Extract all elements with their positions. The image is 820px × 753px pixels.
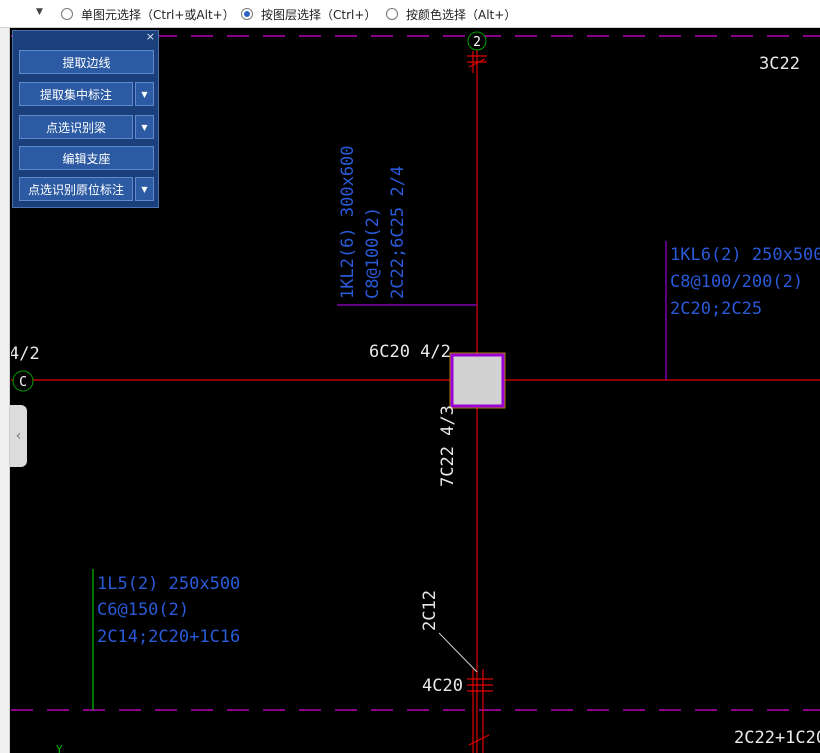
close-icon[interactable]: ×: [145, 30, 155, 43]
pick-recognize-beam-dropdown-icon[interactable]: ▼: [135, 115, 154, 139]
radio-by-layer-indicator[interactable]: [241, 8, 253, 20]
radio-single-element-label: 单图元选择（Ctrl+或Alt+）: [81, 7, 235, 22]
axis-label-c: C: [19, 375, 27, 390]
column-bottom-annotation-group: 7C22 4/3 2C12: [420, 405, 458, 631]
annotation-top-right: 3C22: [759, 54, 800, 74]
pick-recognize-original-annotation-dropdown-icon[interactable]: ▼: [135, 177, 154, 201]
extract-edge-button[interactable]: 提取边线: [19, 50, 154, 74]
left-dock-strip: [0, 28, 10, 753]
l5-line-2: C6@150(2): [97, 600, 189, 620]
kl2-line-3: 2C22;6C25 2/4: [388, 166, 408, 299]
annotation-column-bottom: 7C22 4/3: [438, 405, 458, 487]
axis-bubble-c: [12, 370, 34, 392]
annotation-column-top: 6C20 4/2: [369, 342, 451, 362]
rebar-ticks-top: [467, 51, 487, 73]
pick-recognize-beam-button[interactable]: 点选识别梁: [19, 115, 133, 139]
radio-by-layer[interactable]: 按图层选择（Ctrl+）: [241, 0, 376, 28]
edit-support-button[interactable]: 编辑支座: [19, 146, 154, 170]
rebar-ticks-bottom: [467, 669, 493, 753]
collapse-panel-chevron-left-icon[interactable]: ‹: [10, 405, 27, 467]
radio-by-color-label: 按颜色选择（Alt+）: [406, 7, 517, 22]
extract-centralized-annotation-button[interactable]: 提取集中标注: [19, 82, 133, 106]
axis-bubble-2: [467, 31, 487, 51]
kl6-line-3: 2C20;2C25: [670, 299, 762, 319]
annotation-bottom-right: 2C22+1C20: [734, 728, 820, 748]
pick-recognize-original-annotation-button[interactable]: 点选识别原位标注: [19, 177, 133, 201]
toolbar-dropdown-icon[interactable]: ▼: [36, 7, 43, 17]
column-box[interactable]: [450, 353, 505, 408]
kl6-line-1: 1KL6(2) 250x500: [670, 245, 820, 265]
radio-single-element[interactable]: 单图元选择（Ctrl+或Alt+）: [61, 0, 235, 28]
cad-drawing-canvas[interactable]: 2 C 3C22 1KL2(6) 300x600 C8@100(2) 2C22;…: [11, 29, 820, 753]
radio-by-layer-label: 按图层选择（Ctrl+）: [261, 7, 377, 22]
kl2-annotation-group: 1KL2(6) 300x600 C8@100(2) 2C22;6C25 2/4: [338, 145, 408, 299]
selection-mode-toolbar: ▼ 单图元选择（Ctrl+或Alt+） 按图层选择（Ctrl+） 按颜色选择（A…: [0, 0, 820, 28]
annotation-4c20: 4C20: [422, 676, 463, 696]
beam-recognition-panel: × 提取边线 提取集中标注 ▼ 点选识别梁 ▼ 编辑支座 点选识别原位标注 ▼: [12, 30, 159, 208]
l5-line-1: 1L5(2) 250x500: [97, 574, 240, 594]
annotation-2c12: 2C12: [420, 590, 440, 631]
ucs-axis-y-label: Y: [56, 743, 63, 753]
axis-label-2: 2: [473, 35, 481, 50]
radio-by-color[interactable]: 按颜色选择（Alt+）: [386, 0, 516, 28]
kl2-line-1: 1KL2(6) 300x600: [338, 145, 358, 299]
kl6-line-2: C8@100/200(2): [670, 272, 803, 292]
l5-line-3: 2C14;2C20+1C16: [97, 627, 240, 647]
annotation-left-fraction: 4/2: [11, 344, 40, 364]
2c12-leader-line: [438, 632, 478, 673]
radio-single-element-indicator[interactable]: [61, 8, 73, 20]
radio-by-color-indicator[interactable]: [386, 8, 398, 20]
extract-centralized-annotation-dropdown-icon[interactable]: ▼: [135, 82, 154, 106]
kl2-line-2: C8@100(2): [363, 207, 383, 299]
column-outline: [449, 352, 506, 409]
